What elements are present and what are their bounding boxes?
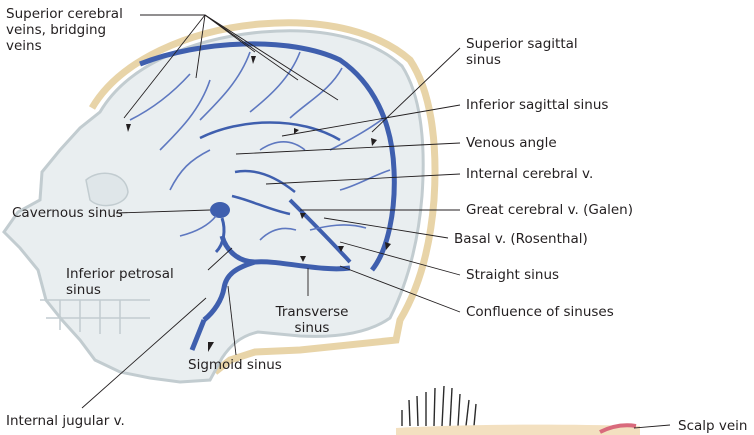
label-transverse-sinus: Transverse sinus (268, 304, 356, 336)
label-superior-cerebral-veins: Superior cerebral veins, bridging veins (6, 6, 123, 54)
label-internal-cerebral-v: Internal cerebral v. (466, 166, 593, 182)
label-straight-sinus: Straight sinus (466, 267, 559, 283)
label-great-cerebral-v: Great cerebral v. (Galen) (466, 202, 633, 218)
label-internal-jugular-v: Internal jugular v. (6, 413, 125, 429)
label-inferior-petrosal-sinus: Inferior petrosal sinus (66, 266, 174, 298)
label-scalp-vein: Scalp vein (678, 418, 747, 434)
cavernous-sinus-vessel (210, 202, 230, 218)
label-basal-v: Basal v. (Rosenthal) (454, 231, 588, 247)
label-cavernous-sinus: Cavernous sinus (12, 205, 123, 221)
label-sigmoid-sinus: Sigmoid sinus (188, 357, 282, 373)
label-superior-sagittal-sinus: Superior sagittal sinus (466, 36, 578, 68)
scalp-hairs (402, 386, 476, 426)
label-confluence-of-sinuses: Confluence of sinuses (466, 304, 614, 320)
label-inferior-sagittal-sinus: Inferior sagittal sinus (466, 97, 608, 113)
label-venous-angle: Venous angle (466, 135, 557, 151)
